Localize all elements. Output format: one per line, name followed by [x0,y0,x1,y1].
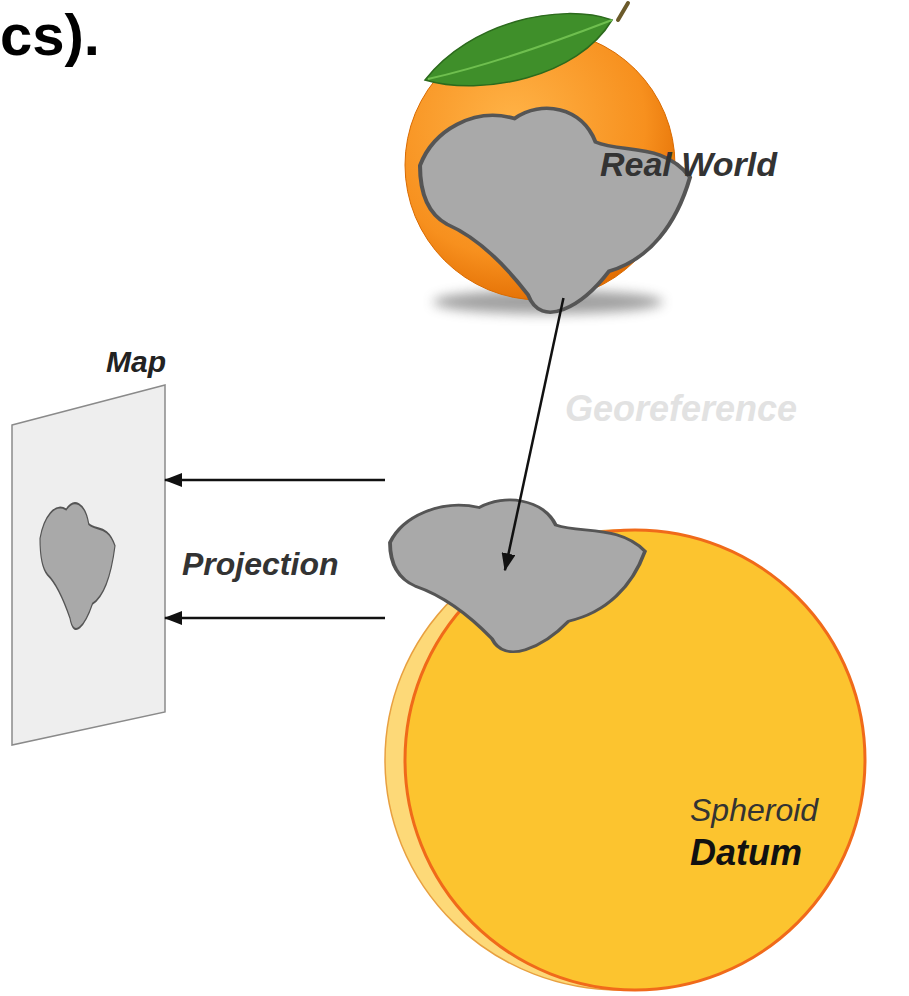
spheroid-circle: SpheroidDatum [385,470,885,995]
spheroid-circle-outline [385,470,885,995]
edge-label: Projection [182,546,338,583]
node-label: Spheroid [690,792,818,829]
edge-label: Georeference [565,388,797,429]
node-label: Real World [600,145,777,184]
orange-node: Real World [400,25,680,305]
arrow-connector [165,479,385,482]
orange-stem [618,3,628,20]
node-label: Datum [690,832,802,873]
node-label: Map [106,345,166,380]
title: cs). [0,2,100,69]
arrow-connector [165,617,385,620]
arrow-connector [505,298,564,570]
map-sheet-outline [8,345,168,745]
map-sheet: Map [8,345,168,745]
